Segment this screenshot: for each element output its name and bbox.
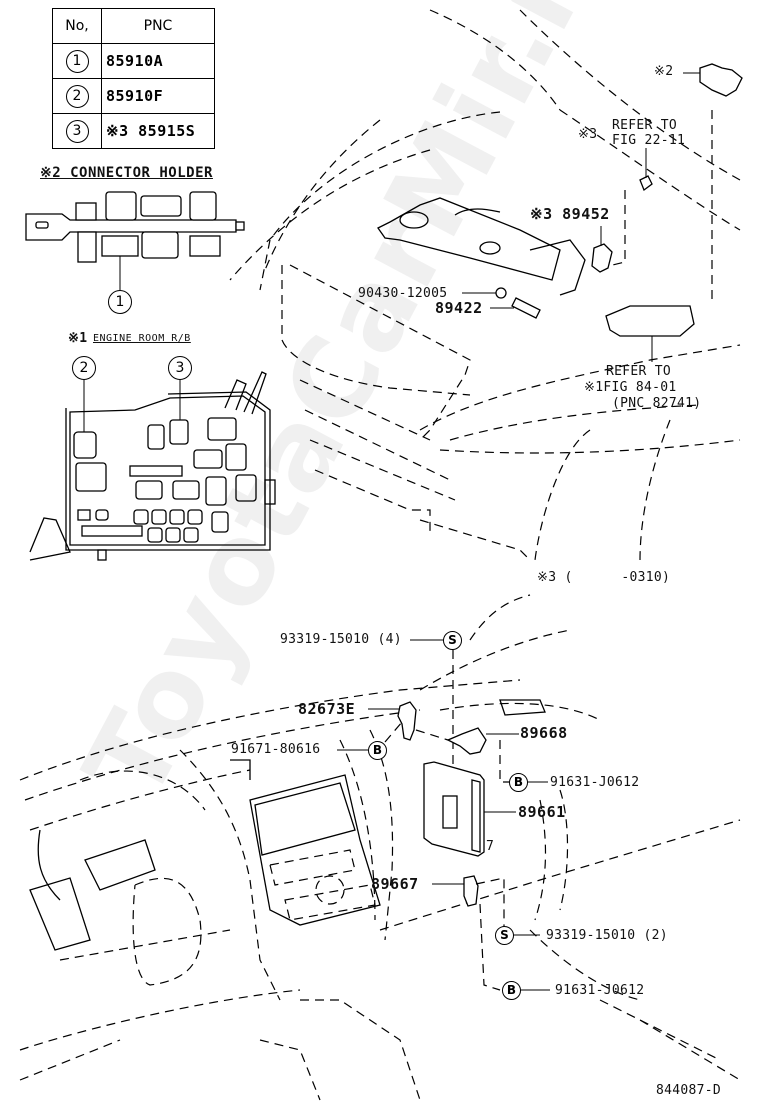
engine-bay-parts: [462, 63, 743, 362]
bracket-82673E: [397, 701, 417, 741]
pnc-row: 3 ※3 85915S: [52, 113, 215, 149]
screw-symbol-icon: S: [443, 631, 462, 650]
callout-number: 2: [65, 84, 89, 108]
note-2-label: ※2: [654, 64, 674, 79]
pnc-row: 1 85910A: [52, 43, 215, 79]
part-number-91671-80616[interactable]: 91671-80616: [231, 742, 321, 757]
part-number-89452[interactable]: ※3 89452: [530, 205, 610, 223]
bracket-89668: [446, 727, 487, 755]
drawing-number: 844087-D: [656, 1083, 722, 1098]
refer-fig-84-line2[interactable]: ※1FIG 84-01: [584, 380, 677, 395]
pnc-table-header: No, PNC: [52, 8, 215, 44]
clip-part: [639, 175, 653, 192]
part-number-89422[interactable]: 89422: [435, 299, 483, 317]
part-number-89667[interactable]: 89667: [371, 875, 419, 893]
refer-fig-22-line2[interactable]: FIG 22-11: [612, 133, 686, 148]
connector-holder-title: ※2 CONNECTOR HOLDER: [40, 165, 213, 181]
pnc-value[interactable]: ※3 85915S: [101, 113, 215, 149]
mark-7: 7: [486, 839, 495, 854]
part-number-90430-12005[interactable]: 90430-12005: [358, 286, 448, 301]
engine-room-rb-drawing: [29, 371, 276, 561]
pnc-value[interactable]: 85910A: [101, 43, 215, 79]
callout-2: 2: [72, 356, 96, 380]
part-number-93319-15010-2[interactable]: 93319-15010 (2): [546, 928, 668, 943]
refer-fig-22-line1: REFER TO: [612, 118, 678, 133]
callout-number: 3: [65, 119, 89, 143]
pnc-row: 2 85910F: [52, 78, 215, 114]
callout-number: 1: [65, 49, 89, 73]
pnc-table: No, PNC 1 85910A 2 85910F 3 ※3 85915S: [52, 8, 215, 149]
screw-symbol-icon: S: [495, 926, 514, 945]
part-number-89661[interactable]: 89661: [518, 803, 566, 821]
pnc-value[interactable]: 85910F: [101, 78, 215, 114]
sensor-89422: [511, 297, 541, 319]
refer-fig-84-line3: (PNC 82741): [612, 396, 702, 411]
date-range-note: ※3 ( -0310): [537, 570, 671, 585]
cabin-parts: [337, 639, 550, 991]
ecu-89661: [423, 761, 485, 857]
engine-room-rb-prefix: ※1: [68, 331, 88, 346]
header-pnc: PNC: [101, 8, 215, 44]
bolt-symbol-icon: B: [502, 981, 521, 1000]
bracket-89667: [463, 875, 479, 907]
refer-fig-84-line1: REFER TO: [606, 364, 672, 379]
engine-bay-drawing: [229, 9, 741, 561]
part-number-93319-15010-4[interactable]: 93319-15010 (4): [280, 632, 402, 647]
note-3-label: ※3: [578, 127, 598, 142]
callout-1: 1: [108, 290, 132, 314]
relay-block-82741: [605, 305, 695, 337]
bolt-symbol-icon: B: [509, 773, 528, 792]
part-number-91631-J0612-a[interactable]: 91631-J0612: [550, 775, 640, 790]
part-number-91631-J0612-b[interactable]: 91631-J0612: [555, 983, 645, 998]
callout-3: 3: [168, 356, 192, 380]
bolt-symbol-icon: B: [368, 741, 387, 760]
dashboard-drawing: [19, 594, 741, 1101]
clip-90430: [495, 287, 507, 299]
sensor-89452: [591, 243, 613, 273]
connector-holder-part: [699, 63, 743, 97]
engine-room-rb-title: ENGINE ROOM R/B: [93, 333, 191, 344]
connector-holder-drawing: [25, 191, 245, 290]
part-number-89668[interactable]: 89668: [520, 724, 568, 742]
header-no: No,: [52, 8, 102, 44]
part-number-82673E[interactable]: 82673E: [298, 700, 356, 718]
